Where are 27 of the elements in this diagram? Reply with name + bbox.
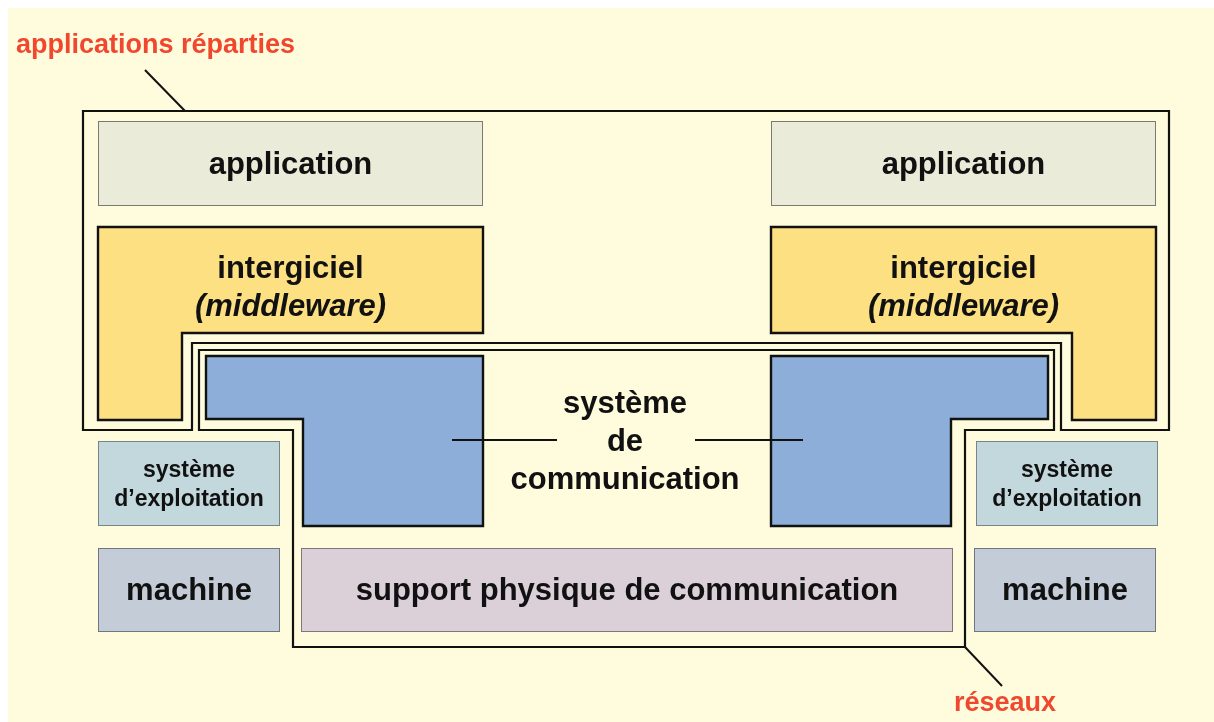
middleware-block xyxy=(771,227,1156,420)
layer-name: application xyxy=(208,144,373,183)
layer-name: machine xyxy=(1002,571,1128,609)
leader-line xyxy=(964,646,1003,687)
os-box xyxy=(98,441,280,526)
leader-line xyxy=(144,69,186,112)
callout-label: réseaux xyxy=(954,684,1084,720)
machine-box xyxy=(98,548,280,632)
os-box xyxy=(976,441,1158,526)
layer-name: support physique de communication xyxy=(355,571,899,609)
layer-name: système d’exploitation xyxy=(113,455,265,512)
layer-name: (middleware) xyxy=(194,286,387,325)
layer-name: application xyxy=(881,144,1046,183)
application-box xyxy=(98,121,483,206)
callout-label: applications réparties xyxy=(16,26,356,62)
layer-label: système de communication xyxy=(508,383,742,499)
middleware-block xyxy=(98,227,483,420)
application-box xyxy=(771,121,1156,206)
layer-name: (middleware) xyxy=(867,286,1060,325)
leader-line xyxy=(694,439,804,441)
machine-box xyxy=(974,548,1156,632)
physical-medium-box xyxy=(301,548,953,632)
layer-name: machine xyxy=(126,571,252,609)
layer-name: intergiciel xyxy=(890,249,1037,287)
layer-name: système d’exploitation xyxy=(991,455,1143,512)
leader-line xyxy=(451,439,558,441)
layer-name: intergiciel xyxy=(217,249,364,287)
